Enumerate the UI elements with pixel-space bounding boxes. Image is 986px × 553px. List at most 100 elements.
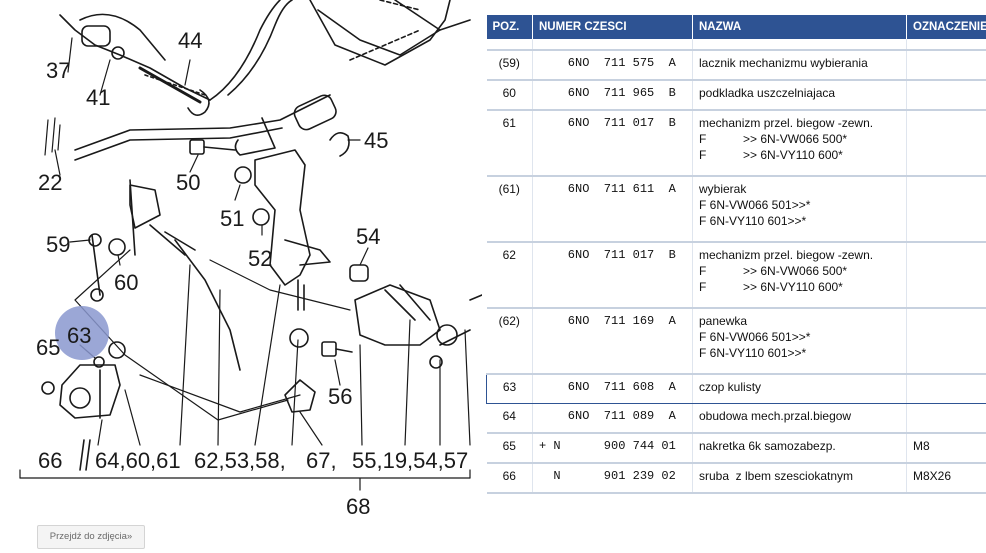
table-row[interactable]: 65+ N 900 744 01 nakretka 6k samozabezp. M… (486, 433, 986, 464)
cell-designation: M8 (906, 433, 986, 464)
cell-name: lacznik mechanizmu wybierania (692, 50, 907, 81)
cell-pos: (62) (486, 308, 533, 375)
cell-designation (906, 308, 986, 375)
table-row[interactable]: (62) 6NO 711 169 A panewka F 6N-VW066 501>… (486, 308, 986, 375)
table-row[interactable]: (59) 6NO 711 575 A lacznik mechanizmu wyb… (486, 50, 986, 81)
name-line: F 6N-VY110 601>>* (699, 346, 807, 360)
cell-part-number: 6NO 711 575 A (532, 50, 693, 81)
name-line: F >> 6N-VY110 600* (699, 280, 843, 294)
cell-designation (906, 176, 986, 243)
name-line: lacznik mechanizmu wybierania (699, 56, 868, 70)
name-line: sruba z lbem szesciokatnym (699, 469, 854, 483)
name-line: wybierak (699, 182, 747, 196)
cell-designation (906, 80, 986, 111)
cell-designation (906, 403, 986, 434)
cell-pos: 60 (486, 80, 533, 111)
cell-name: czop kulisty (692, 373, 907, 404)
name-line: F 6N-VY110 601>>* (699, 214, 807, 228)
callout-52: 52 (248, 246, 272, 271)
table-row[interactable]: 60 6NO 711 965 B podkladka uszczelniajaca (486, 80, 986, 111)
cell-part-number: + N 900 744 01 (532, 433, 693, 464)
callout-45: 45 (364, 128, 388, 153)
cell-part-number: 6NO 711 608 A (532, 373, 693, 404)
callout-67: 67, (306, 448, 337, 473)
callout-63: 63 (67, 323, 91, 348)
name-line: mechanizm przel. biegow -zewn. (699, 116, 874, 130)
header-name[interactable]: NAZWA (692, 15, 907, 39)
exploded-parts-diagram: 37 44 41 45 22 50 51 52 54 59 60 63 65 5… (0, 0, 482, 520)
cell-part-number: 6NO 711 089 A (532, 403, 693, 434)
go-to-photo-button[interactable]: Przejdź do zdjęcia» (37, 525, 145, 549)
table-body: (59) 6NO 711 575 A lacznik mechanizmu wyb… (486, 39, 986, 494)
cell-designation (906, 110, 986, 177)
name-line: F 6N-VW066 501>>* (699, 330, 811, 344)
name-line: F >> 6N-VW066 500* (699, 132, 848, 146)
cell-name: panewka F 6N-VW066 501>>* F 6N-VY110 601>>… (692, 308, 907, 375)
callout-62-53-58: 62,53,58, (194, 448, 286, 473)
cell-name: sruba z lbem szesciokatnym (692, 463, 907, 494)
table-row[interactable]: (61) 6NO 711 611 A wybierak F 6N-VW066 501… (486, 176, 986, 243)
cell-part-number: 6NO 711 965 B (532, 80, 693, 111)
callout-41: 41 (86, 85, 110, 110)
table-spacer-row (486, 39, 986, 51)
cell-pos: 61 (486, 110, 533, 177)
cell-designation (906, 50, 986, 81)
cell-pos: 65 (486, 433, 533, 464)
cell-designation (906, 373, 986, 404)
header-part-number[interactable]: NUMER CZESCI (532, 15, 693, 39)
cell-pos: 66 (486, 463, 533, 494)
callout-55-19-54-57: 55,19,54,57 (352, 448, 468, 473)
table-header-row: POZ. NUMER CZESCI NAZWA OZNACZENIE (486, 15, 986, 39)
callout-68: 68 (346, 494, 370, 519)
cell-designation (906, 242, 986, 309)
name-line: F 6N-VW066 501>>* (699, 198, 811, 212)
name-line: mechanizm przel. biegow -zewn. (699, 248, 874, 262)
cell-part-number: 6NO 711 169 A (532, 308, 693, 375)
highlight-marker (55, 306, 109, 360)
name-line: obudowa mech.przal.biegow (699, 409, 852, 423)
table-row[interactable]: 63 6NO 711 608 A czop kulisty (486, 373, 986, 404)
diagram-drawing: 37 44 41 45 22 50 51 52 54 59 60 63 65 5… (19, 0, 482, 519)
cell-name: mechanizm przel. biegow -zewn. F >> 6N-VW… (692, 242, 907, 309)
callout-22: 22 (38, 170, 62, 195)
parts-table: POZ. NUMER CZESCI NAZWA OZNACZENIE (59) … (486, 15, 986, 494)
table-row[interactable]: 66 N 901 239 02 sruba z lbem szesciokatny… (486, 463, 986, 494)
callout-64-60-61: 64,60,61 (95, 448, 181, 473)
header-designation[interactable]: OZNACZENIE (906, 15, 986, 39)
callout-54: 54 (356, 224, 380, 249)
cell-pos: 64 (486, 403, 533, 434)
cell-name: obudowa mech.przal.biegow (692, 403, 907, 434)
callout-59: 59 (46, 232, 70, 257)
callout-65: 65 (36, 335, 60, 360)
cell-name: wybierak F 6N-VW066 501>>* F 6N-VY110 601>… (692, 176, 907, 243)
cell-pos: 63 (486, 373, 533, 404)
cell-part-number: 6NO 711 017 B (532, 110, 693, 177)
cell-pos: 62 (486, 242, 533, 309)
callout-44: 44 (178, 28, 202, 53)
name-line: F >> 6N-VW066 500* (699, 264, 848, 278)
cell-name: mechanizm przel. biegow -zewn. F >> 6N-VW… (692, 110, 907, 177)
callout-66: 66 (38, 448, 62, 473)
callout-50: 50 (176, 170, 200, 195)
callout-37: 37 (46, 58, 70, 83)
header-pos[interactable]: POZ. (486, 15, 533, 39)
name-line: panewka (699, 314, 748, 328)
cell-name: podkladka uszczelniajaca (692, 80, 907, 111)
cell-designation: M8X26 (906, 463, 986, 494)
name-line: nakretka 6k samozabezp. (699, 439, 836, 453)
cell-pos: (61) (486, 176, 533, 243)
cell-part-number: 6NO 711 611 A (532, 176, 693, 243)
cell-pos: (59) (486, 50, 533, 81)
name-line: podkladka uszczelniajaca (699, 86, 836, 100)
callout-51: 51 (220, 206, 244, 231)
callout-56: 56 (328, 384, 352, 409)
callout-60: 60 (114, 270, 138, 295)
name-line: F >> 6N-VY110 600* (699, 148, 843, 162)
cell-part-number: 6NO 711 017 B (532, 242, 693, 309)
cell-part-number: N 901 239 02 (532, 463, 693, 494)
name-line: czop kulisty (699, 380, 762, 394)
table-row[interactable]: 64 6NO 711 089 A obudowa mech.przal.biego… (486, 403, 986, 434)
cell-name: nakretka 6k samozabezp. (692, 433, 907, 464)
